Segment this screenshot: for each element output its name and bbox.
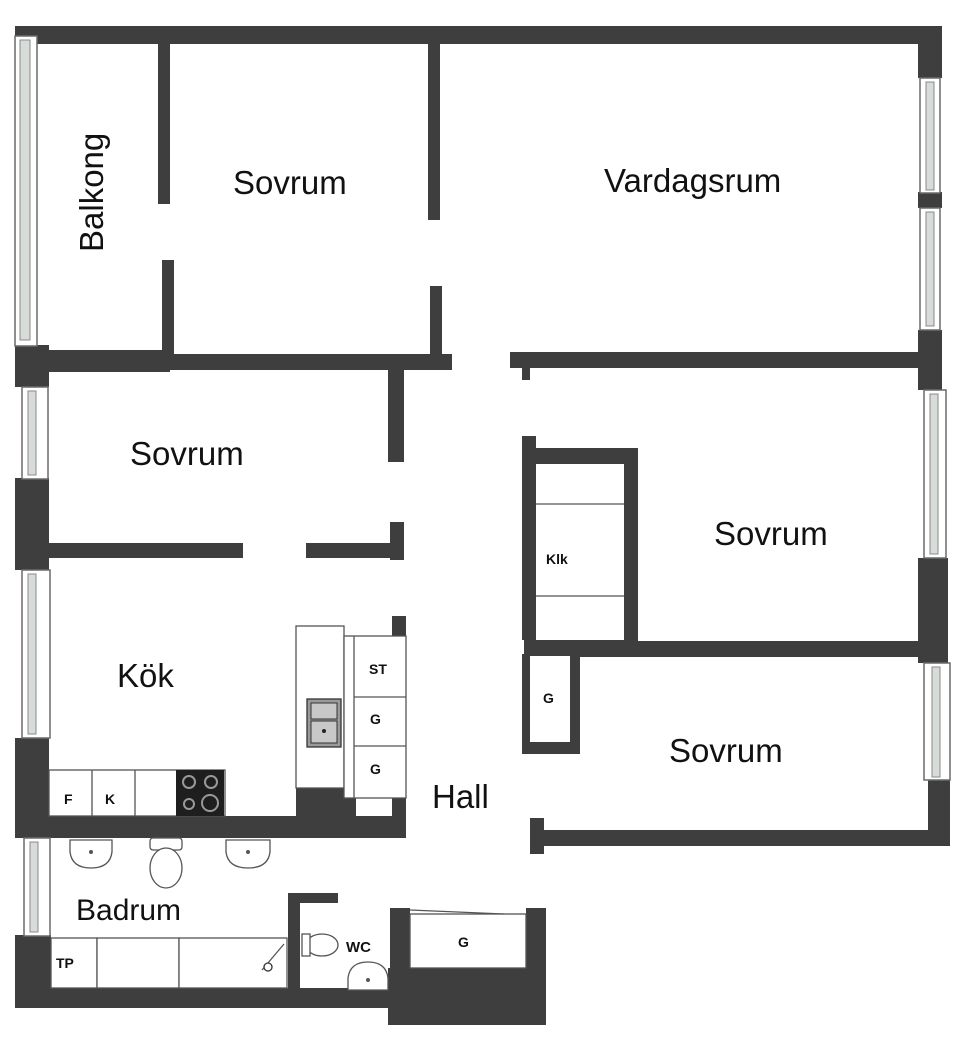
wall-bedroom-br-bottom (530, 830, 948, 846)
bath-counter (96, 937, 180, 989)
room-label-balkong: Balkong (73, 133, 110, 252)
label-g-hall: G (543, 690, 554, 706)
wall-bottom-step (388, 968, 546, 1025)
wall-g-bottom-left (390, 908, 410, 968)
wall-sovrum-left-right-upper (388, 370, 404, 462)
wall-g-hall-right (570, 654, 580, 752)
wall-sovrum-left-bottom-b (306, 543, 404, 558)
wc-toilet-icon (305, 933, 339, 957)
room-label-sovrum-right: Sovrum (714, 515, 828, 552)
wall-bedroom-br-left (530, 818, 544, 854)
burner-3-icon (183, 798, 195, 810)
washbasin-1-drain-icon (89, 850, 93, 854)
room-label-hall: Hall (432, 778, 489, 815)
label-k: K (105, 791, 115, 807)
shower-tray (178, 937, 288, 989)
room-labels: Balkong Sovrum Vardagsrum Sovrum Sovrum … (73, 133, 828, 956)
sink-drain-icon (322, 729, 326, 733)
wc-washbasin-icon (347, 961, 389, 991)
room-label-sovrum-top: Sovrum (233, 164, 347, 201)
wall-bottom-right-post (526, 908, 546, 1025)
g-bottom-closet (409, 913, 527, 969)
wall-bath-right (288, 918, 300, 998)
room-label-vardagsrum: Vardagsrum (604, 162, 781, 199)
wall-g-hall-bottom (522, 742, 580, 754)
wall-g-hall-left (522, 654, 530, 752)
window-vardagsrum-1-glass (925, 81, 935, 191)
room-label-badrum: Badrum (76, 894, 181, 927)
fixtures (48, 503, 624, 991)
window-bath-glass (29, 841, 39, 933)
wall-left-mid (15, 478, 49, 570)
window-balcony-glass (19, 39, 31, 341)
label-tp: TP (56, 955, 74, 971)
label-g-cabinet-1: G (370, 711, 381, 727)
fixture-labels: Klk ST G G G G F K TP (56, 551, 568, 971)
burner-4-icon (201, 794, 219, 812)
wall-klk-left (522, 436, 536, 640)
toilet-bowl-icon (149, 847, 183, 889)
wall-top (15, 26, 942, 44)
label-klk: Klk (546, 551, 568, 567)
wall-h-upper-right-stub (522, 368, 530, 380)
label-f: F (64, 791, 73, 807)
stove-icon (176, 770, 224, 816)
wall-h-upper-left (170, 354, 452, 370)
wall-h-upper-left-b (30, 354, 170, 372)
wall-bedroom1-left-upper (158, 44, 170, 204)
room-label-wc: WC (346, 939, 371, 956)
wall-bottom-bath (15, 988, 395, 1008)
wall-sovrum-left-bottom-a (45, 543, 243, 558)
wall-klk-top (522, 448, 636, 464)
window-vardagsrum-2-glass (925, 211, 935, 327)
sink-basin-icon (310, 702, 338, 720)
g-bottom-door (409, 909, 505, 915)
windows (14, 35, 951, 937)
window-sovrum-right-glass (929, 393, 939, 555)
shower-drain-icon (263, 962, 273, 972)
wc-washbasin-drain-icon (366, 978, 370, 982)
label-g-cabinet-2: G (370, 761, 381, 777)
window-kitchen-glass (27, 573, 37, 735)
wall-kitchen-bottom (30, 816, 406, 838)
window-sovrum-left-glass (27, 390, 37, 476)
room-label-sovrum-left: Sovrum (130, 435, 244, 472)
wall-h-upper-right (510, 352, 930, 368)
burner-2-icon (204, 775, 218, 789)
label-st: ST (369, 661, 387, 677)
label-g-bottom: G (458, 934, 469, 950)
wall-wc-top (288, 893, 338, 903)
wall-bedroom-right-bottom (580, 641, 935, 657)
wall-klk-right (624, 448, 638, 644)
burner-1-icon (182, 775, 196, 789)
wall-right-pier-1 (918, 192, 942, 208)
wall-right-lower (928, 780, 950, 846)
room-label-kok: Kök (117, 657, 174, 694)
wall-bedroom1-left-lower (162, 260, 174, 355)
window-sovrum-br-glass (931, 666, 941, 778)
washbasin-2-drain-icon (246, 850, 250, 854)
wc-toilet-tank-icon (301, 933, 311, 957)
wall-bedroom1-right-lower (430, 286, 442, 360)
room-label-sovrum-bottom-right: Sovrum (669, 732, 783, 769)
wall-bedroom1-right-upper (428, 44, 440, 220)
wall-right-upper (918, 26, 942, 78)
walls (15, 26, 950, 1025)
